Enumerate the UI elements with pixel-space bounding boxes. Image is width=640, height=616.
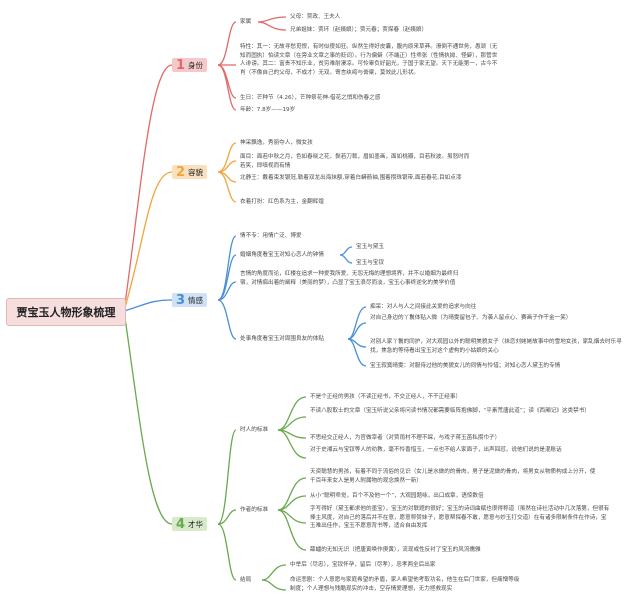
node-ending-2: 命运悲剧：个人意愿与家庭希望的矛盾，家人希望他考取功名，他生在后门世家，但痛憎等… bbox=[290, 577, 520, 592]
node-care-4: 宝玉寂寞晴雯：对服侍过他的美貌女儿的同情与怜惜；对知心恋人黛玉的专情 bbox=[370, 363, 561, 369]
node-ending: 结局 bbox=[240, 577, 252, 583]
branch-number: 3 bbox=[176, 292, 186, 308]
appearance-connectors bbox=[123, 142, 237, 312]
node-marriage-question: 婚姻角度看宝玉对知心恋人的钟情 bbox=[240, 252, 324, 258]
node-love: 情不专：用情广泛、博爱 bbox=[240, 233, 302, 239]
branch-label: 身份 bbox=[188, 60, 204, 70]
node-author-standard: 作者的标准 bbox=[240, 507, 268, 513]
node-author-1: 天资聪慧的男孩，有着不同于流俗的见识（女儿是水做的的骨肉，男子是泥做的骨肉，将男… bbox=[310, 469, 596, 484]
node-ending-1: 中举后（尽忠），宝钗怀孕，留后（尽孝），忠孝两全后出家 bbox=[290, 562, 436, 568]
branch-label: 才华 bbox=[188, 519, 204, 529]
node-era-3: 不思经交正经人，为官做宰者（对贾雨村不理不睬，与戏子蒋玉菡私攒巾子） bbox=[310, 435, 501, 441]
root-topic: 贾宝玉人物形象梳理 bbox=[6, 298, 126, 326]
branch-emotion: 3 情感 bbox=[172, 292, 208, 308]
node-era-standard: 时人的标准 bbox=[240, 427, 268, 433]
node-birthday: 生日：芒种节（4.26），芒种祭花神-借花之悄和伤春之感 bbox=[240, 95, 381, 101]
node-author-4: 薛蟠的无知无识（把唐寅唤作庚黄），流现或性反衬了宝玉的风流儒雅 bbox=[310, 547, 481, 553]
node-marriage-b: 宝玉与宝钗 bbox=[356, 260, 384, 266]
node-age: 年龄：7.8岁——19岁 bbox=[240, 107, 296, 113]
branch-number: 1 bbox=[176, 57, 186, 73]
node-hair: 北静王：戴着束发银冠,勒着双龙出海抹额,穿着白蟒箭袖,围着攒珠银带,面若春花,目… bbox=[240, 175, 462, 181]
node-era-4: 对于史湘云与宝钗等人的劝教，毫不怜香惜玉，一点也不给人家面子，出声回怼，说他们说… bbox=[310, 447, 562, 453]
node-words: 言情的角度而论，红楼在追求一种爱我所爱、无怨无悔的理想境界，并不以婚姻为最终归宿… bbox=[240, 271, 459, 286]
node-siblings: 兄弟姐妹：贾环（赵姨娘）；贾元春；贾探春（赵姨娘） bbox=[290, 27, 428, 33]
node-face: 面目：面若中秋之月，色如春晓之花，鬓若刀裁，眉如墨画，面如桃瓣，目若秋波。虽怒时… bbox=[240, 154, 470, 169]
talent-connectors bbox=[123, 310, 307, 591]
branch-identity: 1 身份 bbox=[172, 57, 208, 73]
node-family: 家属 bbox=[240, 19, 252, 25]
branch-label: 容貌 bbox=[188, 167, 204, 177]
branch-number: 4 bbox=[176, 516, 186, 532]
node-care-1: 痴呆：对人与人之间接此关爱的追求与向往 bbox=[370, 304, 477, 310]
node-dress: 衣着打扮：红色系为主，金翻辉煌 bbox=[240, 199, 324, 205]
emotion-connectors bbox=[123, 235, 367, 367]
node-care-view: 处事角度看宝玉对周围良友的体贴 bbox=[240, 336, 324, 342]
branch-appearance: 2 容貌 bbox=[172, 164, 208, 180]
node-marriage-a: 宝玉与黛玉 bbox=[356, 244, 384, 250]
node-parents: 父母：贾政、王夫人 bbox=[290, 14, 341, 20]
branch-label: 情感 bbox=[188, 295, 204, 305]
branch-number: 2 bbox=[176, 164, 186, 180]
node-author-3: 字写得好（黛玉都求他的墨宝），宝玉的对联题的很好；宝玉的诗词曲赋也很得称道（虽然… bbox=[310, 506, 610, 530]
node-mood: 神采飘逸，秀丽夺人，微女孩 bbox=[240, 140, 313, 146]
branch-talent: 4 才华 bbox=[172, 516, 208, 532]
node-care-3: 对别人家丫鬟的同护，对大观园以外的聪明美貌女子（抹恋刘姥姥故事中的雪地女孩，家乱… bbox=[370, 339, 622, 354]
node-author-2: 从小“聪明乖觉，百个不及他一个”，大观园题咏，出口成章，语惊数倍 bbox=[310, 493, 484, 499]
identity-connectors bbox=[123, 16, 287, 312]
node-care-2: 对自己身边的丫鬟体贴入微（为晴雯留包子、为袭人留点心、赛画子作干金一笑） bbox=[370, 315, 572, 321]
node-era-1: 不是个正经的男孩（不读正经书，不交正经人，不干正经事） bbox=[310, 394, 462, 400]
node-traits: 特性：其一：无故寻愁觅恨，有时似傻如狂。纵然生得好皮囊，腹内原来草莽。潦倒不通世… bbox=[240, 44, 498, 76]
node-era-2: 不读八股取士的文章（宝玉听说父亲将问读书情况都需要临阵抱佛脚，“平素荒唐此道”；… bbox=[310, 408, 590, 414]
